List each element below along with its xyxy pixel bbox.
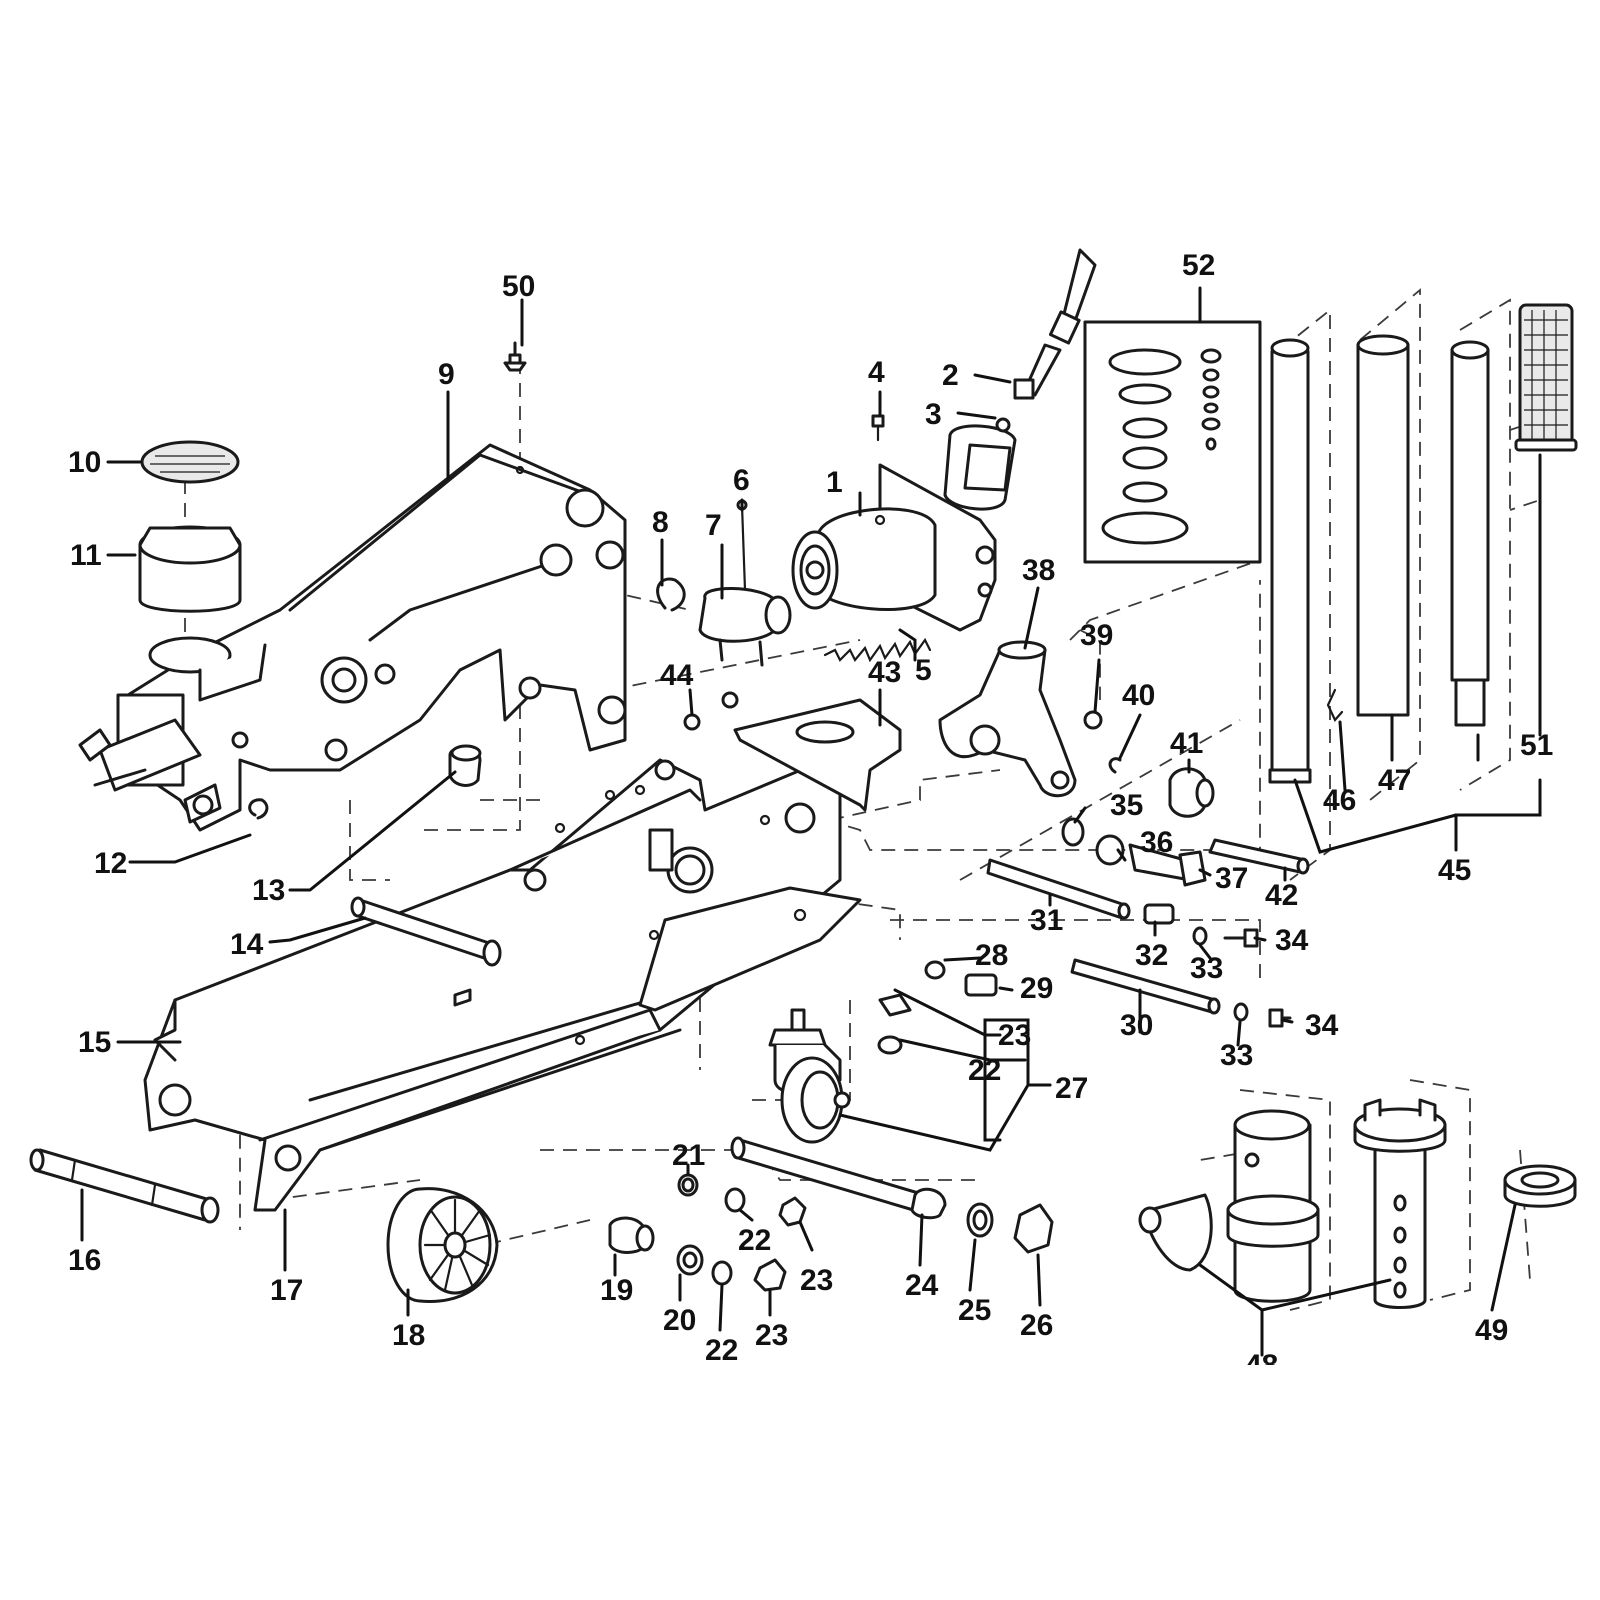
callout-27: 27 [1055,1072,1088,1105]
callout-9: 9 [438,358,455,391]
rear-bracket [683,640,1122,812]
callout-17: 17 [270,1274,303,1307]
callout-50: 50 [502,270,535,303]
callout-20: 20 [663,1304,696,1337]
callout-18: 18 [392,1319,425,1352]
callout-33b: 33 [1220,1039,1253,1072]
callout-31: 31 [1030,904,1063,937]
callout-23b: 23 [755,1319,788,1352]
callout-8: 8 [652,506,669,539]
leader-lines [80,286,1542,1357]
chassis-frame [143,758,862,1212]
front-wheel-parts [386,1136,1054,1303]
callout-22b: 22 [705,1334,738,1367]
saddle [138,440,242,613]
callout-10: 10 [68,446,101,479]
callout-4: 4 [868,356,885,389]
callout-39: 39 [1080,619,1113,652]
callout-29: 29 [1020,972,1053,1005]
callout-16: 16 [68,1244,101,1277]
callout-47: 47 [1378,764,1411,797]
callout-7: 7 [705,509,722,542]
callout-41: 41 [1170,727,1203,760]
callout-11: 11 [70,539,102,572]
callout-34b: 34 [1305,1009,1339,1042]
callout-45: 45 [1438,854,1471,887]
callout-26: 26 [1020,1309,1053,1342]
callout-23c: 23 [998,1019,1031,1052]
callout-21: 21 [672,1139,705,1172]
callout-49: 49 [1475,1314,1508,1347]
callout-43: 43 [868,656,901,689]
callout-5: 5 [915,654,932,687]
callout-19: 19 [600,1274,633,1307]
callout-38: 38 [1022,554,1055,587]
callout-13: 13 [252,874,285,907]
seal-kit-box [1083,320,1262,564]
callout-37: 37 [1215,862,1248,895]
bleed-valve [503,341,527,372]
callout-46: 46 [1323,784,1356,817]
callout-22a: 22 [738,1224,771,1257]
adapters [1138,1098,1577,1309]
lift-arm [78,443,627,832]
callout-3: 3 [925,398,942,431]
callout-25: 25 [958,1294,991,1327]
callout-51: 51 [1520,729,1553,762]
callout-28: 28 [975,939,1008,972]
callout-40: 40 [1122,679,1155,712]
callout-15: 15 [78,1026,111,1059]
callout-14: 14 [230,928,264,961]
bottom-mask [0,1365,1600,1600]
callout-35: 35 [1110,789,1143,822]
handle-tubes [1268,303,1578,784]
callout-36: 36 [1140,826,1173,859]
callout-33a: 33 [1190,952,1223,985]
callout-34a: 34 [1275,924,1309,957]
callout-6: 6 [733,464,750,497]
rear-pins [877,767,1310,1055]
callout-44: 44 [660,659,694,692]
pump-assembly [656,248,1097,667]
callout-12: 12 [94,847,127,880]
front-axle-parts [29,744,502,1224]
callout-22c: 22 [968,1054,1001,1087]
callout-42: 42 [1265,879,1298,912]
callout-30: 30 [1120,1009,1153,1042]
callout-24: 24 [905,1269,939,1302]
callout-32: 32 [1135,939,1168,972]
caster-wheel [768,1008,851,1144]
callout-1: 1 [826,466,843,499]
callout-52: 52 [1182,249,1215,282]
callout-23a: 23 [800,1264,833,1297]
callout-2: 2 [942,359,959,392]
callout-labels: 1 2 3 4 5 6 7 8 9 10 11 12 13 14 15 16 1… [68,249,1553,1382]
